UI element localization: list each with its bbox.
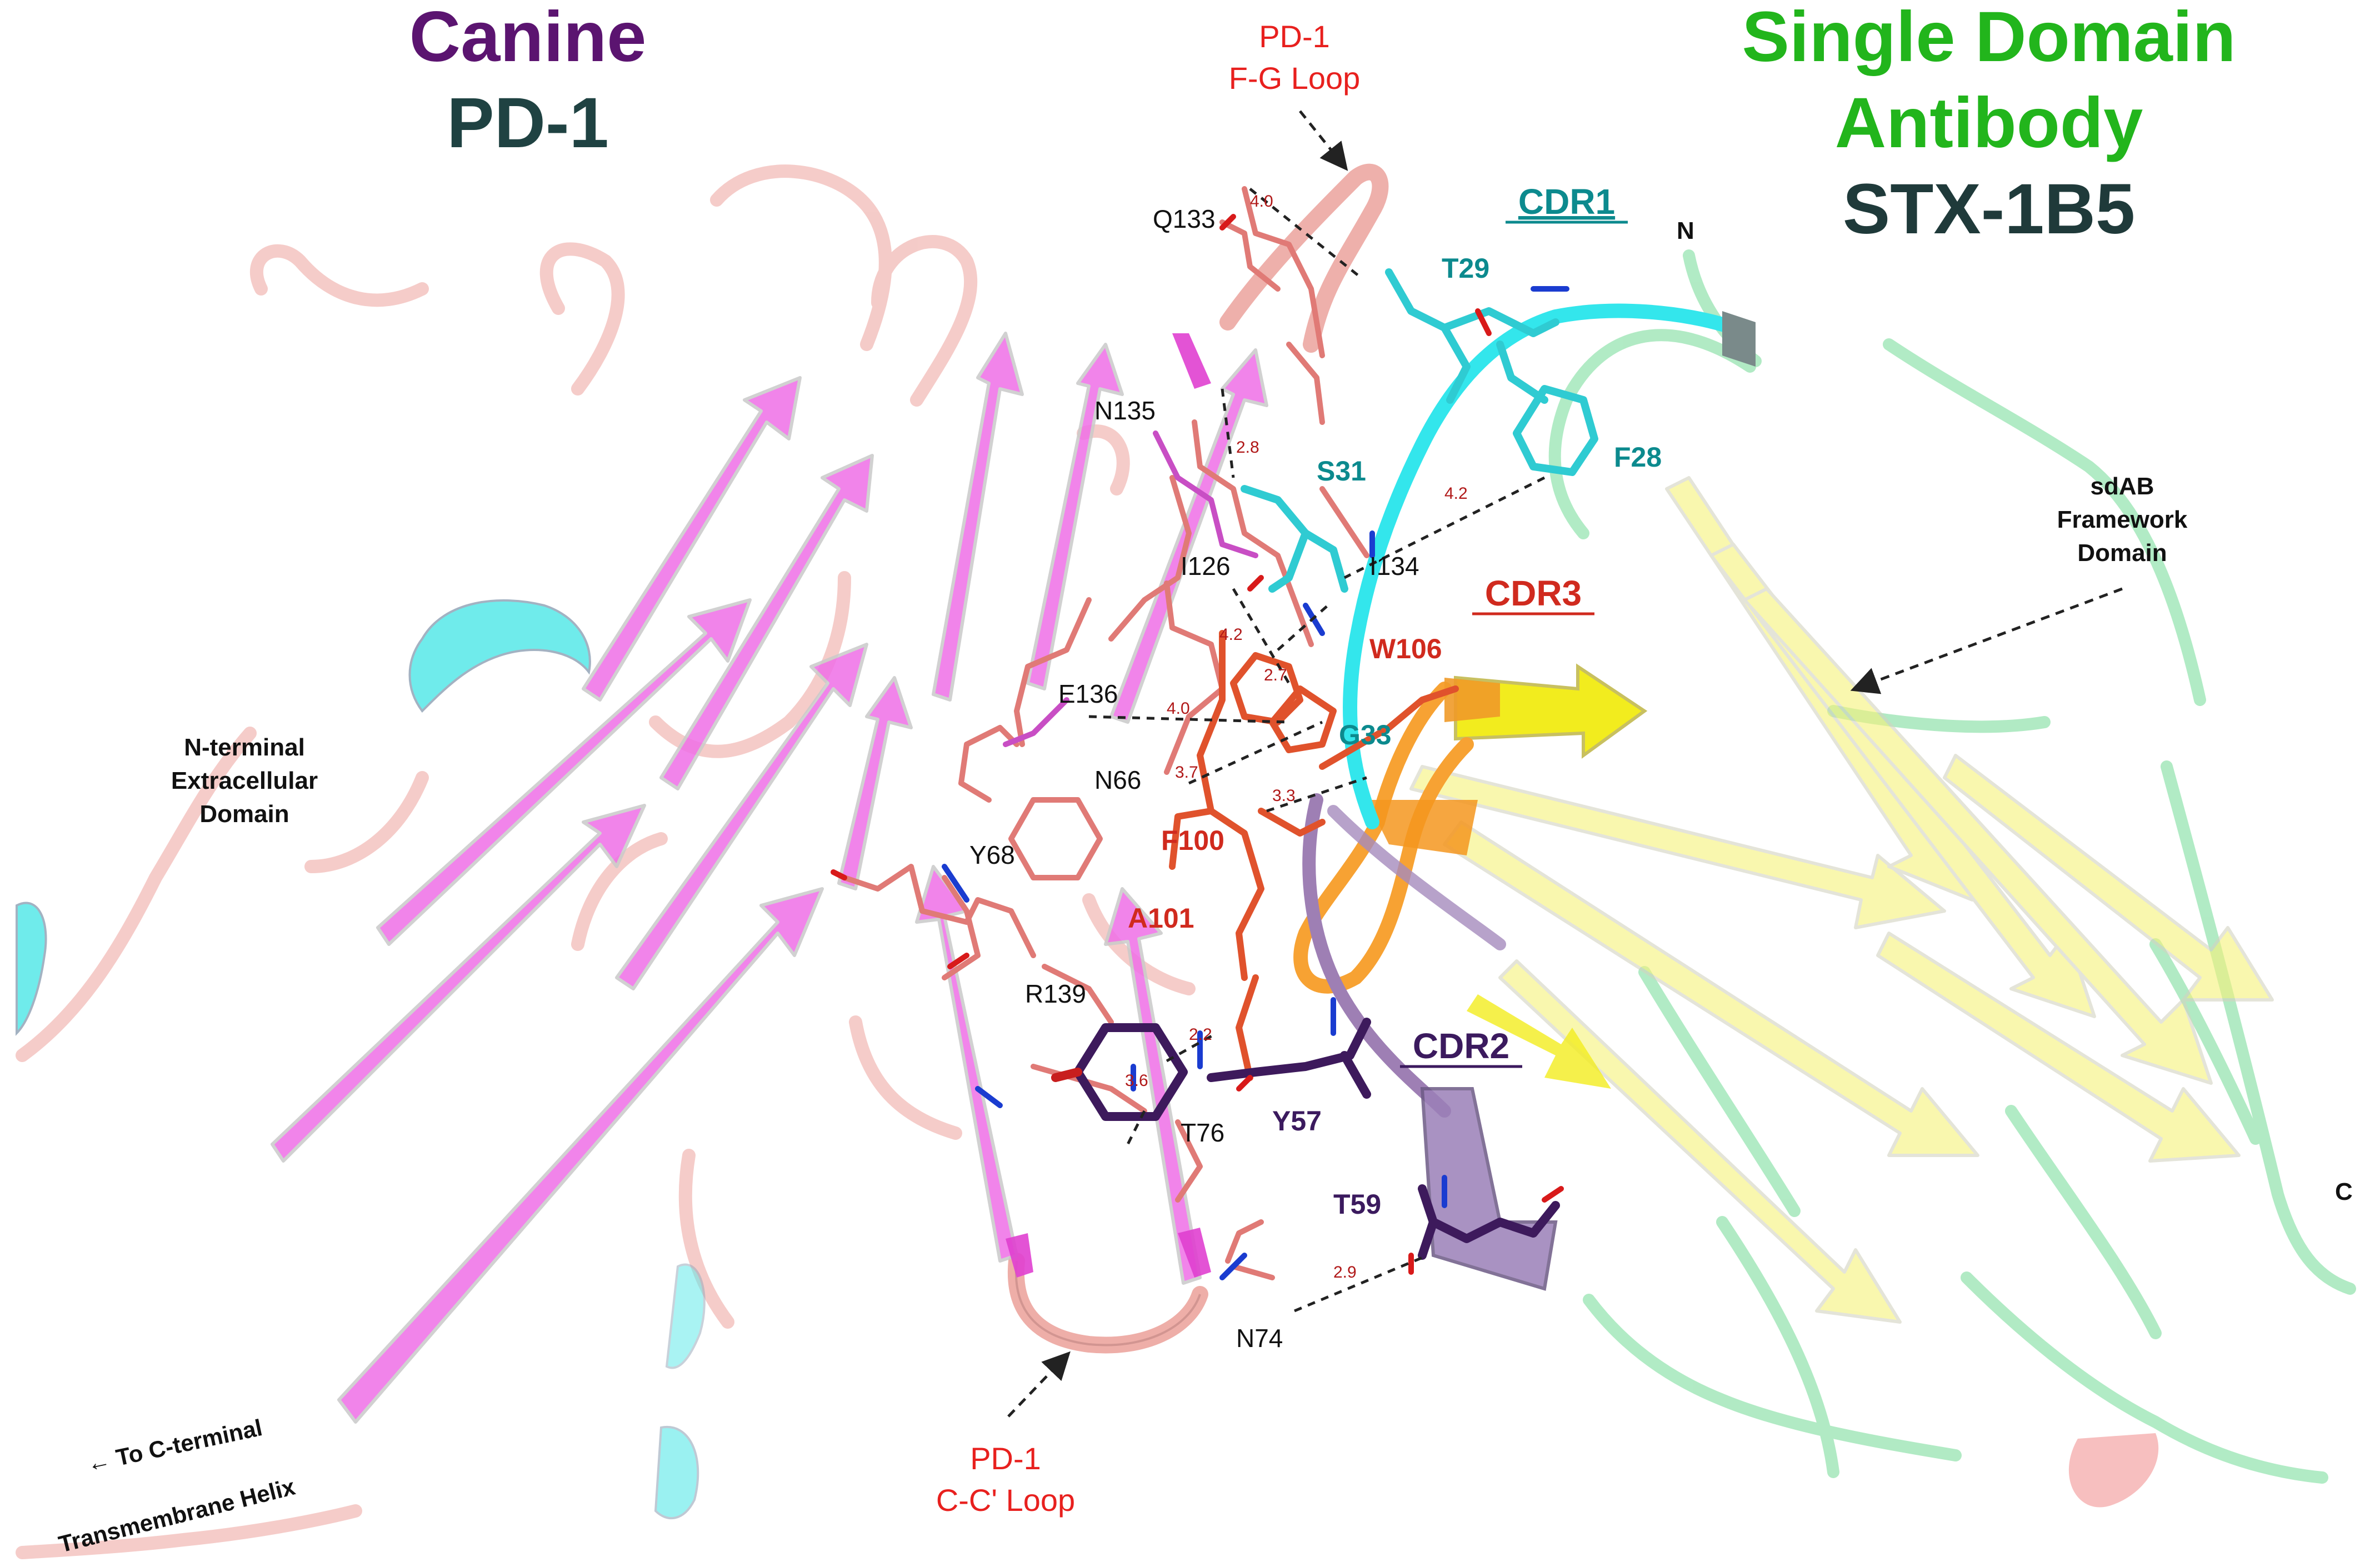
- residue-label: T76: [1181, 1118, 1224, 1147]
- sdab-structure: [1293, 249, 2356, 1508]
- cdr2-residue-labels: Y57 T59: [1272, 1105, 1381, 1220]
- cdr3-residue-labels: W106 F100 A101: [1128, 633, 1442, 934]
- distance-label: 2.2: [1189, 1025, 1212, 1044]
- cdr1-label: CDR1: [1518, 182, 1615, 222]
- c-terminus-label: C: [2335, 1178, 2353, 1205]
- residue-label: F100: [1161, 825, 1224, 856]
- distance-label: 2.8: [1236, 438, 1259, 457]
- distance-label: 2.7: [1264, 666, 1287, 684]
- header-pd1: PD-1: [447, 83, 609, 163]
- residue-sticks: [831, 186, 1598, 1280]
- header-single-domain: Single Domain: [1742, 0, 2236, 77]
- distance-label: 3.3: [1272, 787, 1296, 805]
- contact-lines: [1088, 188, 1546, 1313]
- domain-labels: N-terminal Extracellular Domain sdAB Fra…: [171, 473, 2188, 828]
- residue-label: Q133: [1153, 204, 1216, 233]
- residue-label: F28: [1614, 442, 1662, 473]
- residue-label: A101: [1128, 903, 1194, 934]
- n-terminus-label: N: [1677, 217, 1694, 244]
- pd1-structure: [16, 163, 1389, 1559]
- nterm-domain-line2: Extracellular: [171, 767, 318, 794]
- header-antibody: Antibody: [1835, 83, 2143, 163]
- sdab-domain-line2: Framework: [2057, 506, 2188, 533]
- loop-labels: PD-1 F-G Loop PD-1 C-C' Loop: [936, 19, 1360, 1518]
- pd1-residue-labels: Q133 N135 I126 I134 E136 N66 Y68 R139 T7…: [969, 204, 1419, 1353]
- fg-loop-label-line2: F-G Loop: [1229, 61, 1361, 96]
- residue-label: N66: [1094, 765, 1141, 794]
- fg-loop-label-line1: PD-1: [1259, 19, 1330, 54]
- cc-loop-label-line2: C-C' Loop: [936, 1483, 1075, 1518]
- residue-label: T29: [1442, 253, 1489, 284]
- distance-label: 3.6: [1125, 1072, 1148, 1090]
- residue-label: Y57: [1272, 1105, 1322, 1137]
- distance-labels: 4.0 2.8 4.2 4.2 2.7 4.0 3.7 3.3 2.2 3.6 …: [1125, 192, 1468, 1281]
- nterm-domain-line3: Domain: [199, 800, 289, 828]
- nterm-domain-line1: N-terminal: [184, 734, 305, 761]
- residue-label: G33: [1339, 719, 1392, 750]
- residue-label: N135: [1094, 396, 1156, 425]
- residue-label: R139: [1025, 979, 1086, 1008]
- residue-label: N74: [1236, 1324, 1283, 1353]
- residue-label: W106: [1369, 633, 1442, 664]
- residue-label: I134: [1369, 552, 1419, 580]
- distance-label: 4.2: [1444, 484, 1468, 503]
- residue-label: T59: [1333, 1189, 1381, 1220]
- distance-label: 4.2: [1219, 625, 1243, 644]
- header-canine: Canine: [409, 0, 647, 77]
- annotation-arrows: [1007, 110, 2123, 1418]
- cdr1-residue-labels: T29 F28 S31 G33: [1317, 253, 1662, 750]
- residue-label: I126: [1181, 552, 1231, 580]
- residue-label: S31: [1317, 455, 1366, 487]
- header-stx-1b5: STX-1B5: [1843, 169, 2135, 249]
- cterm-helix-line1: ← To C-terminal: [84, 1414, 264, 1477]
- distance-label: 4.0: [1250, 192, 1273, 211]
- distance-label: 4.0: [1167, 699, 1190, 718]
- sdab-domain-line1: sdAB: [2091, 473, 2154, 500]
- cdr3-label: CDR3: [1485, 573, 1582, 613]
- distance-label: 3.7: [1175, 763, 1198, 782]
- cdr2-label: CDR2: [1413, 1026, 1509, 1066]
- residue-label: E136: [1058, 679, 1118, 708]
- distance-label: 2.9: [1333, 1263, 1357, 1281]
- cc-loop-label-line1: PD-1: [970, 1441, 1041, 1476]
- sdab-domain-line3: Domain: [2077, 539, 2167, 567]
- residue-label: Y68: [969, 840, 1015, 869]
